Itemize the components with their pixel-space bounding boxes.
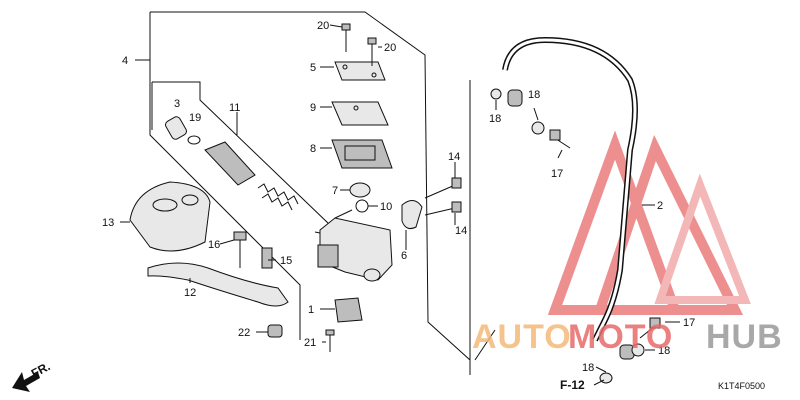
plate-9 (331, 101, 389, 126)
washer-18b (531, 121, 545, 135)
watermark-part-3: HUB (706, 318, 783, 356)
label-9: 9 (310, 102, 316, 114)
label-3: 3 (174, 98, 180, 110)
diagram-code: K1T4F0500 (718, 381, 765, 391)
bolt-17a (549, 129, 571, 149)
label-10: 10 (380, 201, 392, 213)
label-13: 13 (102, 217, 114, 229)
circlip-10 (355, 199, 369, 213)
lever-12 (147, 262, 289, 307)
label-5: 5 (310, 62, 316, 74)
boundary-connector (474, 329, 496, 361)
label-17b: 17 (683, 317, 695, 329)
switch-1 (334, 297, 363, 323)
leader-lines (120, 24, 680, 373)
label-20b: 20 (384, 42, 396, 54)
bolt-14a (424, 177, 462, 199)
label-14a: 14 (448, 151, 460, 163)
float-7 (349, 182, 371, 198)
label-7: 7 (332, 185, 338, 197)
label-17a: 17 (551, 168, 563, 180)
label-22: 22 (238, 327, 250, 339)
label-21: 21 (304, 337, 316, 349)
bolt-17b (639, 317, 661, 339)
washer-18a (490, 88, 502, 100)
label-2: 2 (657, 200, 663, 212)
label-19: 19 (189, 112, 201, 124)
label-11: 11 (229, 102, 240, 114)
label-8: 8 (310, 143, 316, 155)
page-reference: F-12 (560, 378, 585, 392)
washer-18c (631, 343, 645, 357)
reservoir-cover-13 (129, 181, 211, 252)
pivot-22 (267, 324, 283, 338)
watermark-logo (547, 130, 751, 315)
screw-20a (341, 23, 351, 52)
holder-6 (401, 200, 423, 229)
bolt-16 (233, 231, 247, 268)
page-reference-leader (593, 379, 605, 386)
reservoir-cap-5 (334, 61, 386, 81)
label-1: 1 (308, 304, 314, 316)
label-14b: 14 (455, 225, 467, 237)
label-15: 15 (280, 255, 292, 267)
circlip-19 (187, 135, 201, 145)
spring (257, 183, 299, 211)
front-direction-arrow: FR. (12, 359, 52, 392)
label-18d: 18 (582, 362, 594, 374)
label-12: 12 (184, 287, 196, 299)
brake-hose-2 (502, 36, 638, 360)
watermark-text: AUTO MOTO HUB (472, 318, 783, 356)
label-16: 16 (208, 239, 220, 251)
label-18b: 18 (528, 89, 540, 101)
watermark-part-2: MOTO (568, 318, 673, 356)
label-20a: 20 (317, 20, 329, 32)
label-18a: 18 (489, 113, 501, 125)
screw-21 (325, 329, 335, 352)
label-18c: 18 (658, 345, 670, 357)
assembly-boundary-left (149, 12, 301, 340)
boot-3 (165, 116, 187, 140)
nut-15 (261, 247, 273, 269)
label-6: 6 (401, 250, 407, 262)
piston-11 (204, 141, 256, 186)
bolt-14b (424, 201, 462, 216)
screw-20b (367, 37, 377, 66)
watermark-part-1: AUTO (472, 318, 572, 356)
label-4: 4 (122, 55, 128, 67)
assembly-boundary (150, 11, 471, 375)
master-cylinder-body (317, 209, 393, 282)
diaphragm-8 (331, 139, 393, 169)
